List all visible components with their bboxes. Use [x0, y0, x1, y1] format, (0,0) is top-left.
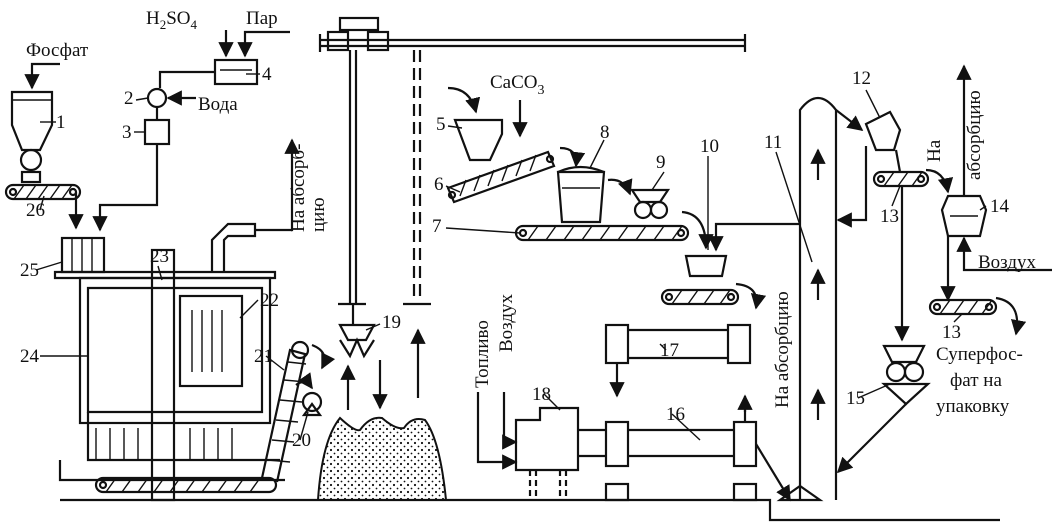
mill-8: [556, 165, 606, 224]
bucket-elevator-11: [776, 96, 838, 502]
superphosphate-den-24: [53, 248, 285, 502]
dosing-unit-3: [143, 118, 171, 146]
crusher-9: [629, 188, 671, 220]
number-20: 20: [292, 430, 311, 451]
acid-to-mixer-line: [92, 144, 159, 232]
phosphate-hopper-1: [10, 90, 54, 184]
phosphate-label: Фосфат: [26, 40, 89, 61]
absorption-label-top-2: цию: [308, 197, 329, 232]
acid-line: [158, 70, 215, 88]
number-3: 3: [122, 122, 132, 143]
air-label-right: Воздух: [978, 252, 1037, 273]
number-12: 12: [852, 68, 871, 89]
hopper5-feed-arrow: [447, 86, 481, 114]
conveyor-13-upper: [872, 170, 930, 188]
separator-12: [864, 110, 902, 152]
exhaust-duct: [210, 222, 257, 272]
number-22: 22: [260, 290, 279, 311]
number-6: 6: [434, 174, 444, 195]
conveyor6-discharge: [559, 146, 586, 168]
number-2: 2: [124, 88, 134, 109]
furnace-18: [514, 406, 580, 500]
conveyor-below-10: [660, 288, 740, 306]
number-4: 4: [262, 64, 272, 85]
number-17: 17: [660, 340, 679, 361]
dryer-17: [604, 323, 752, 398]
conveyor-7: [514, 224, 690, 242]
product-pile: [316, 416, 448, 501]
fuel-label: Топливо: [472, 320, 493, 388]
grab-bucket-19: [338, 304, 376, 359]
product-discharge-arrow: [995, 296, 1027, 336]
fan-arrow: [295, 372, 313, 390]
mill-15: [881, 344, 931, 406]
number-23: 23: [150, 246, 169, 267]
number-leader-lines: [35, 73, 987, 441]
number-14: 14: [990, 196, 1010, 217]
conveyor-26: [4, 183, 82, 201]
mixer-25: [60, 236, 106, 274]
absorption-label-mid: На абсорбцию: [772, 291, 793, 408]
superphosphate-label-1: Суперфос-: [936, 344, 1023, 365]
number-7: 7: [432, 216, 442, 237]
conveyor-13-lower: [928, 298, 998, 316]
separator-fines-line: [836, 146, 868, 228]
steam-feed-arrow: [237, 30, 290, 58]
line-to-hopper10: [708, 222, 800, 252]
conveyor7-discharge: [681, 210, 714, 250]
separator-to-conveyor13: [894, 149, 902, 173]
caco3-label: CaCO3: [490, 72, 545, 98]
elevator-to-separator: [835, 109, 864, 131]
number-25: 25: [20, 260, 39, 281]
number-19: 19: [382, 312, 401, 333]
fuel-feed-arrow: [476, 392, 518, 470]
number-10: 10: [700, 136, 719, 157]
acid-tank-4: [213, 58, 259, 86]
air-label-left: Воздух: [496, 293, 517, 352]
fan-20: [301, 391, 323, 417]
overhead-crane: [318, 16, 747, 306]
number-8: 8: [600, 122, 610, 143]
air-feed-right: [956, 236, 1052, 272]
superphosphate-label-3: упаковку: [936, 396, 1010, 417]
phosphate-feed-arrow: [24, 62, 60, 90]
number-13-upper: 13: [880, 206, 899, 227]
water-label: Вода: [198, 94, 238, 115]
conveyor-bottom: [94, 476, 278, 494]
absorption-label-right-2: абсорбцию: [964, 90, 985, 180]
conveyor13-to-mixer14: [925, 168, 954, 194]
hopper-10: [684, 254, 728, 278]
number-1: 1: [56, 112, 66, 133]
elevator-discharge-arrow: [311, 343, 336, 370]
ground-line: [60, 498, 1000, 522]
superphosphate-label-2: фат на: [950, 370, 1002, 391]
absorption-label-right-1: На: [924, 139, 945, 162]
mixer-2: [146, 87, 168, 109]
number-21: 21: [254, 346, 273, 367]
absorption-arrow-1: [255, 138, 300, 232]
number-13-lower: 13: [942, 322, 961, 343]
mill15-return-line: [836, 403, 907, 474]
absorption-label-top-1: На абсорб-: [288, 144, 309, 232]
number-18: 18: [532, 384, 551, 405]
drum-to-elevator-line: [755, 443, 791, 502]
number-26: 26: [26, 200, 45, 221]
number-24: 24: [20, 346, 40, 367]
number-11: 11: [764, 132, 782, 153]
hopper-5: [453, 118, 504, 162]
ammoniator-14: [940, 194, 988, 238]
number-16: 16: [666, 404, 685, 425]
h2so4-label: H2SO4: [146, 8, 198, 32]
number-5: 5: [436, 114, 446, 135]
number-9: 9: [656, 152, 666, 173]
steam-label: Пар: [246, 8, 278, 29]
conveyor10-discharge: [735, 282, 767, 310]
inclined-elevator-21: [260, 340, 310, 483]
mill-to-crusher-arrow: [607, 178, 633, 196]
air-feed-arrow: [502, 392, 518, 450]
number-15: 15: [846, 388, 865, 409]
conveyor-6: [446, 150, 556, 204]
